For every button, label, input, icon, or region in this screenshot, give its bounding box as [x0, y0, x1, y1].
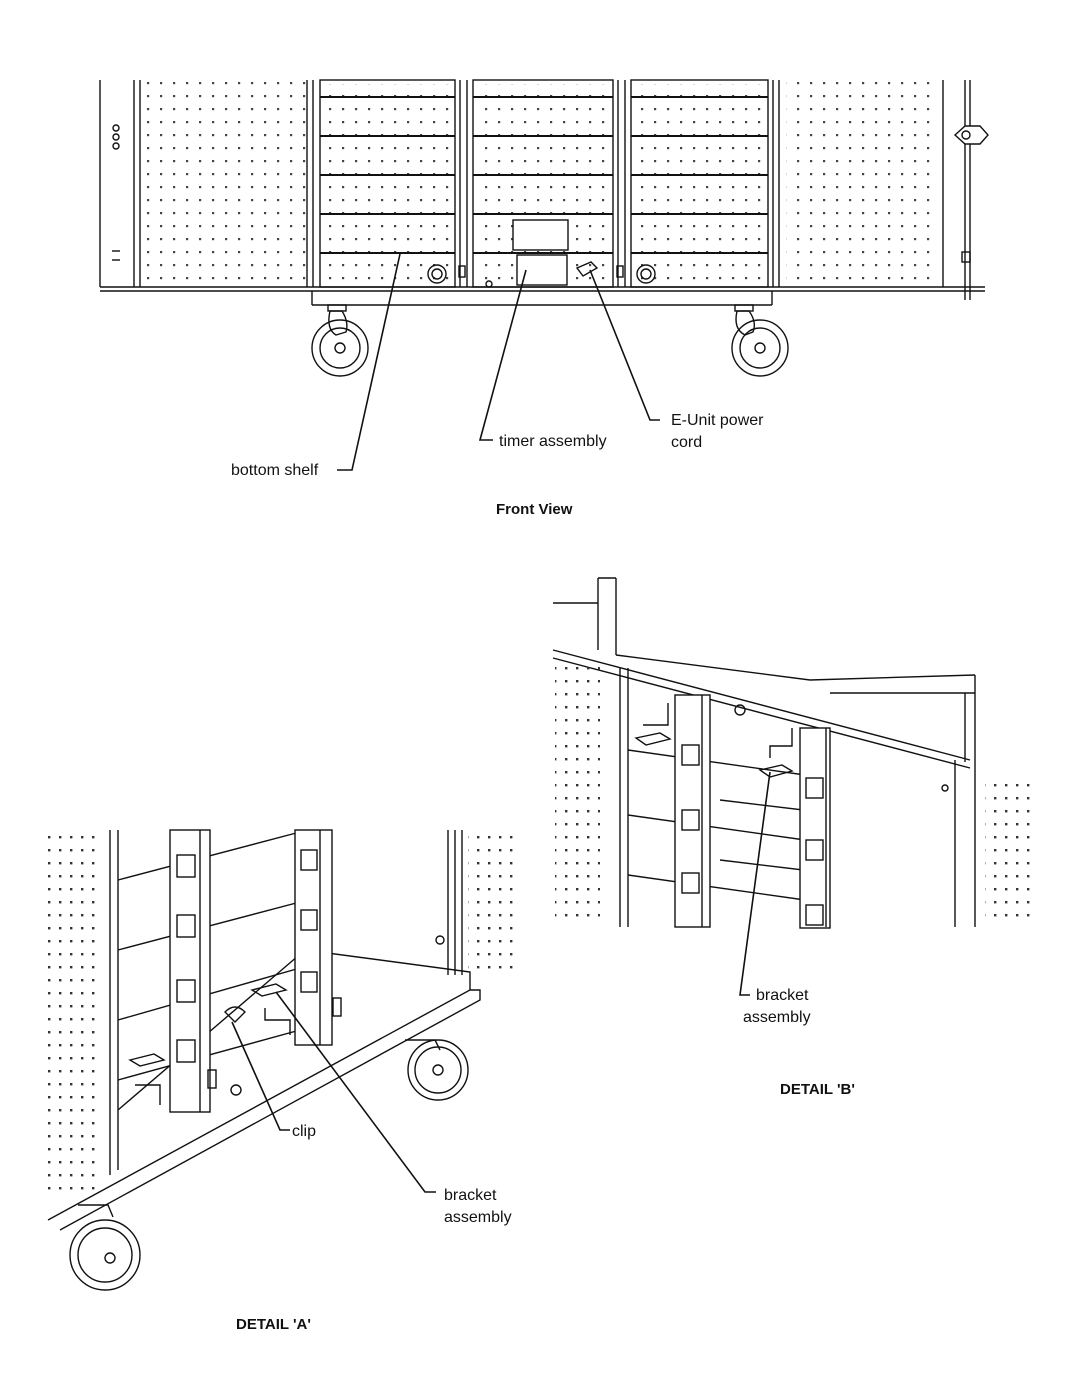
leader-bracket-assembly-a — [275, 991, 436, 1193]
detail-a-leaders — [231, 991, 436, 1193]
label-bracket-assembly-a-2: assembly — [444, 1209, 512, 1226]
front-view-title: Front View — [496, 501, 573, 518]
label-bottom-shelf: bottom shelf — [231, 462, 319, 479]
label-bracket-assembly-b-1: bracket — [756, 987, 809, 1004]
front-view-leaders — [337, 253, 660, 471]
label-clip: clip — [292, 1123, 317, 1140]
leader-power-cord — [589, 269, 660, 421]
detail-b-drawing — [552, 577, 1035, 929]
detail-a-drawing — [47, 829, 520, 1291]
detail-b-leaders — [739, 771, 771, 996]
leader-timer-assembly — [478, 269, 527, 441]
label-power-cord-2: cord — [671, 434, 703, 451]
label-bracket-assembly-a-1: bracket — [444, 1187, 497, 1204]
leader-clip — [231, 1021, 290, 1131]
label-timer-assembly: timer assembly — [499, 433, 607, 450]
label-bracket-assembly-b-2: assembly — [743, 1009, 811, 1026]
detail-a-title: DETAIL 'A' — [236, 1316, 311, 1333]
front-view-cart — [99, 79, 989, 377]
leader-bottom-shelf — [337, 253, 401, 471]
leader-bracket-assembly-b — [739, 771, 771, 996]
label-power-cord-1: E-Unit power — [671, 412, 764, 429]
detail-b-title: DETAIL 'B' — [780, 1081, 855, 1098]
